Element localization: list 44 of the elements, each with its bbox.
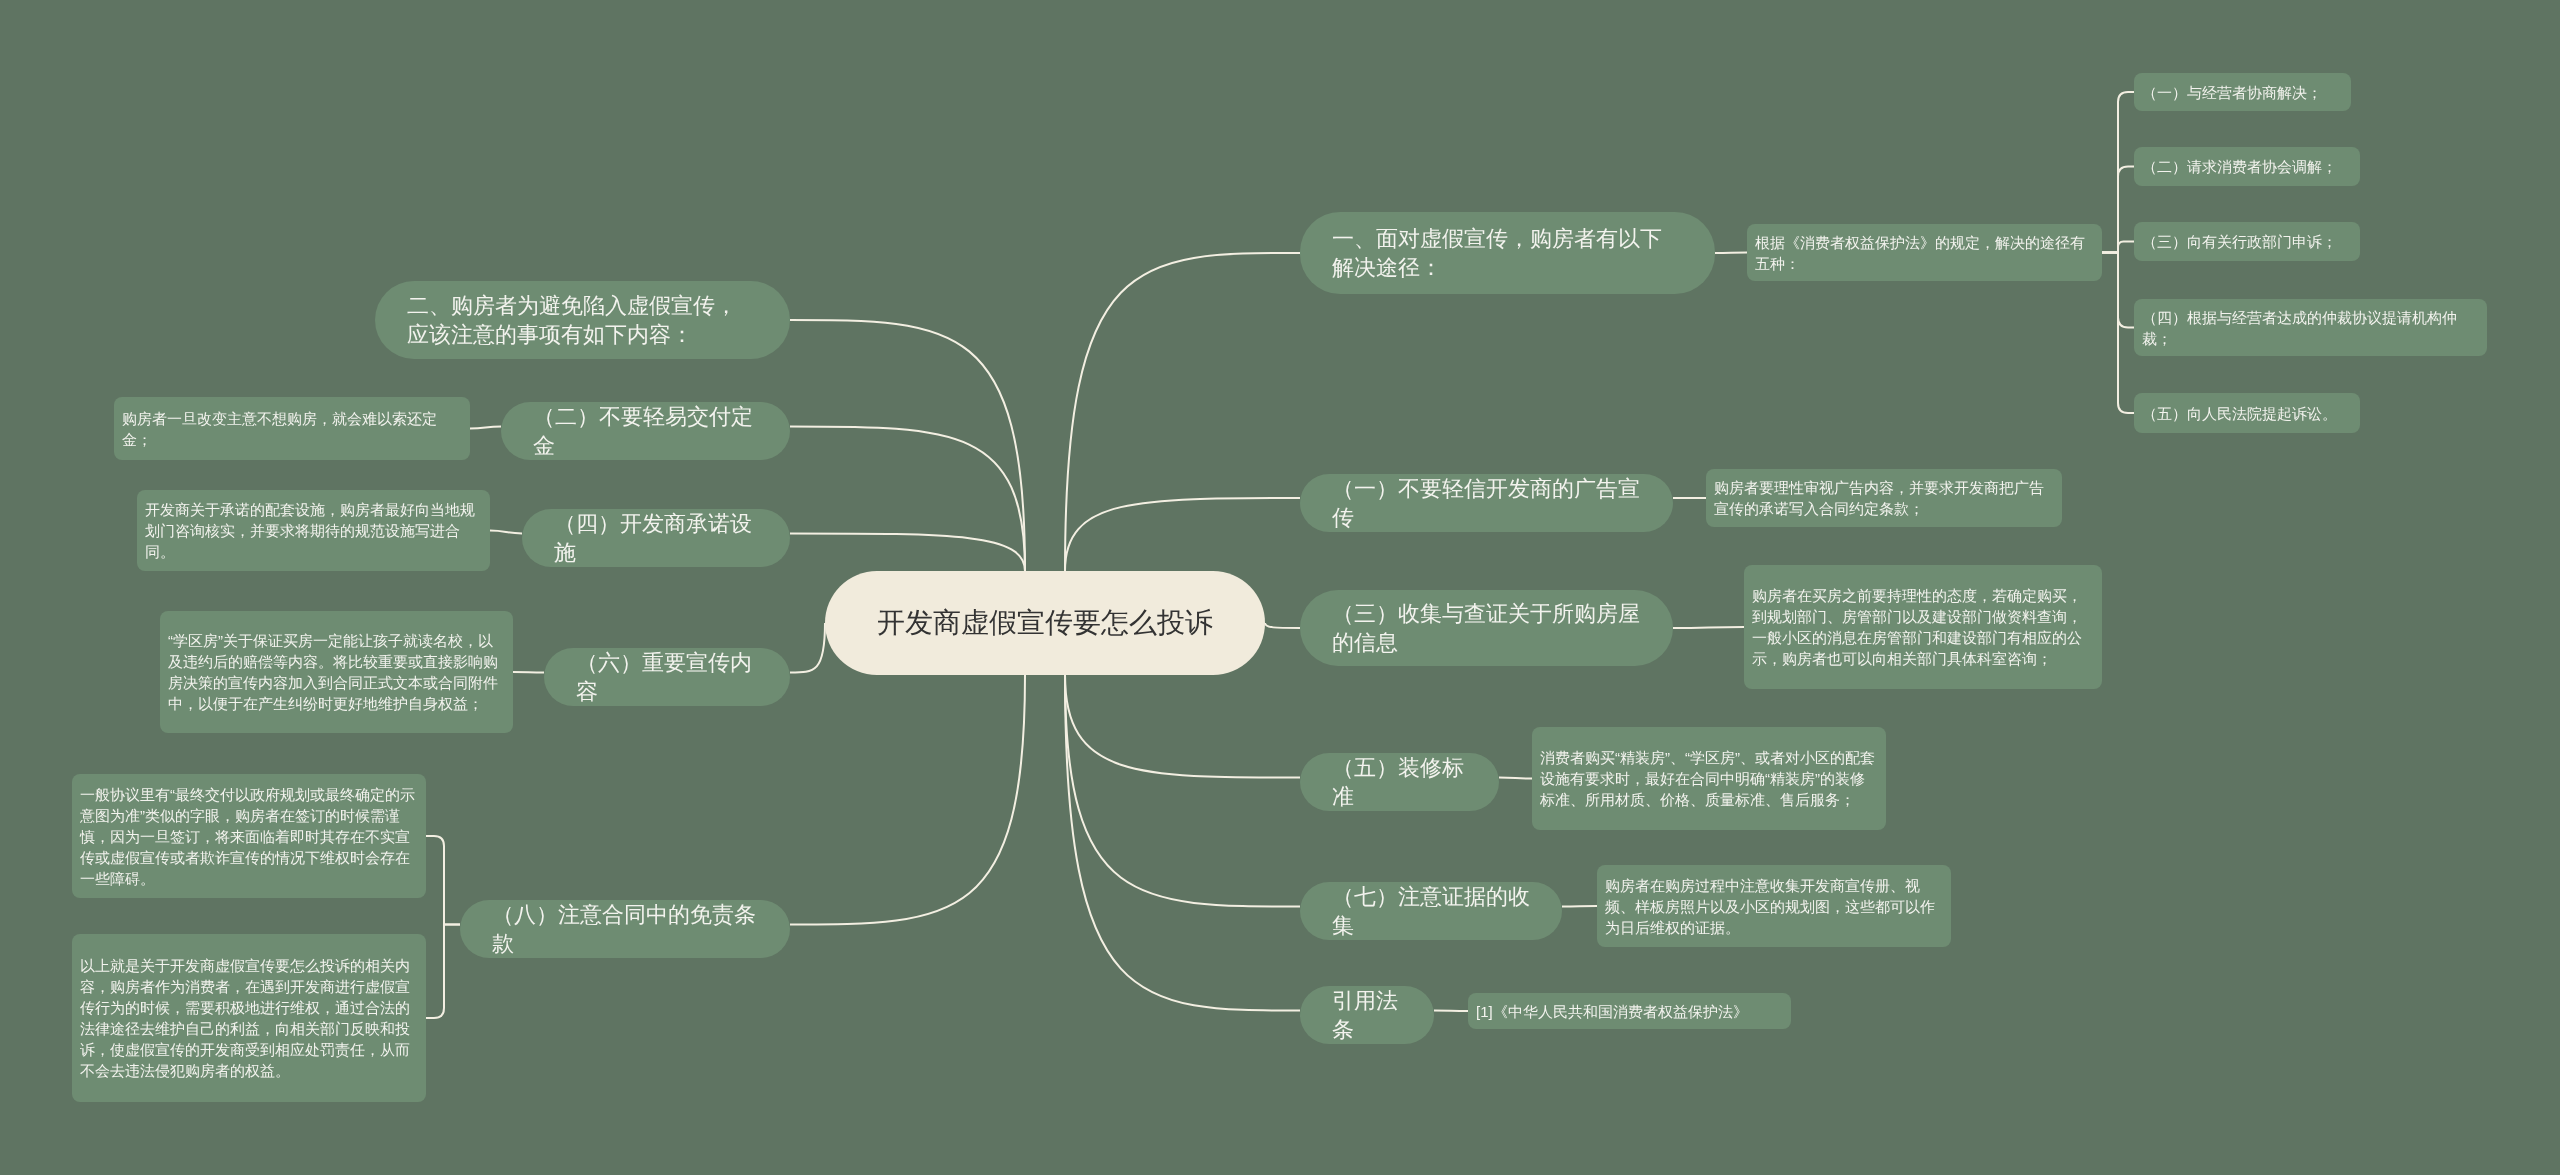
connector-line [1433, 1009, 1469, 1012]
connector-line [469, 425, 502, 430]
detail-note: （四）根据与经营者达成的仲裁协议提请机构仲裁； [2134, 299, 2487, 356]
branch-topic: 引用法条 [1300, 986, 1434, 1044]
branch-topic: （七）注意证据的收集 [1300, 882, 1562, 940]
connector-line [1064, 497, 1301, 572]
central-topic: 开发商虚假宣传要怎么投诉 [825, 571, 1265, 675]
connector-line [1672, 626, 1745, 629]
connector-line [789, 532, 1026, 572]
detail-note: （五）向人民法院提起诉讼。 [2134, 393, 2360, 433]
connector-line [2101, 251, 2135, 414]
branch-topic: （三）收集与查证关于所购房屋的信息 [1300, 590, 1673, 666]
connector-line [1672, 497, 1707, 499]
connector-line [1498, 776, 1533, 780]
detail-note: 根据《消费者权益保护法》的规定，解决的途径有五种： [1747, 224, 2102, 281]
detail-note: 开发商关于承诺的配套设施，购房者最好向当地规划门咨询核实，并要求将期待的规范设施写进合同。 [137, 490, 490, 571]
branch-topic: 二、购房者为避免陷入虚假宣传，应该注意的事项有如下内容： [375, 281, 790, 359]
branch-topic: （二）不要轻易交付定金 [501, 402, 790, 460]
branch-topic: 一、面对虚假宣传，购房者有以下解决途径： [1300, 212, 1715, 294]
detail-note: 购房者在买房之前要持理性的态度，若确定购买，到规划部门、房管部门以及建设部门做资料查询，一般小区的消息在房管部门和建设部门有相应的公示，购房者也可以向相关部门具体科室咨询； [1744, 565, 2102, 689]
branch-topic: （四）开发商承诺设施 [522, 509, 790, 567]
branch-topic: （六）重要宣传内容 [544, 648, 790, 706]
connector-line [425, 923, 461, 1019]
detail-note: 以上就是关于开发商虚假宣传要怎么投诉的相关内容，购房者作为消费者，在遇到开发商进行虚假宣传行为的时候，需要积极地进行维权，通过合法的法律途径去维护自己的利益，向相关部门反映和投诉，使虚假宣传的开发商受到相应处罚责任，从而不会去违法侵犯购房者的权益。 [72, 934, 426, 1102]
connector-line [1264, 622, 1301, 629]
detail-note: 购房者要理性审视广告内容，并要求开发商把广告宣传的承诺写入合同约定条款； [1706, 469, 2062, 527]
detail-note: [1]《中华人民共和国消费者权益保护法》 [1468, 993, 1791, 1029]
connector-line [789, 674, 1026, 926]
connector-line [1561, 905, 1598, 908]
branch-topic: （五）装修标准 [1300, 753, 1499, 811]
detail-note: （一）与经营者协商解决； [2134, 73, 2351, 111]
detail-note: “学区房”关于保证买房一定能让孩子就读名校，以及违约后的赔偿等内容。将比较重要或直接影响购房决策的宣传内容加入到合同正式文本或合同附件中，以便于在产生纠纷时更好地维护自身权益； [160, 611, 513, 733]
detail-note: 购房者在购房过程中注意收集开发商宣传册、视频、样板房照片以及小区的规划图，这些都可以作为日后维权的证据。 [1597, 865, 1951, 947]
detail-note: 一般协议里有“最终交付以政府规划或最终确定的示意图为准”类似的字眼，购房者在签订的时候需谨慎，因为一旦签订，将来面临着即时其存在不实宣传或虚假宣传或者欺诈宣传的情况下维权时会存在一些障碍。 [72, 774, 426, 898]
detail-note: 消费者购买“精装房”、“学区房”、或者对小区的配套设施有要求时，最好在合同中明确“精装房”的装修标准、所用材质、价格、质量标准、售后服务； [1532, 727, 1886, 830]
detail-note: （二）请求消费者协会调解； [2134, 147, 2360, 186]
connector-line [1714, 251, 1748, 254]
connector-line [489, 529, 523, 535]
connector-line [789, 622, 826, 674]
detail-note: 购房者一旦改变主意不想购房，就会难以索还定金； [114, 397, 470, 460]
connector-line [512, 671, 545, 674]
branch-topic: （八）注意合同中的免责条款 [460, 900, 790, 958]
branch-topic: （一）不要轻信开发商的广告宣传 [1300, 474, 1673, 532]
detail-note: （三）向有关行政部门申诉； [2134, 222, 2360, 261]
